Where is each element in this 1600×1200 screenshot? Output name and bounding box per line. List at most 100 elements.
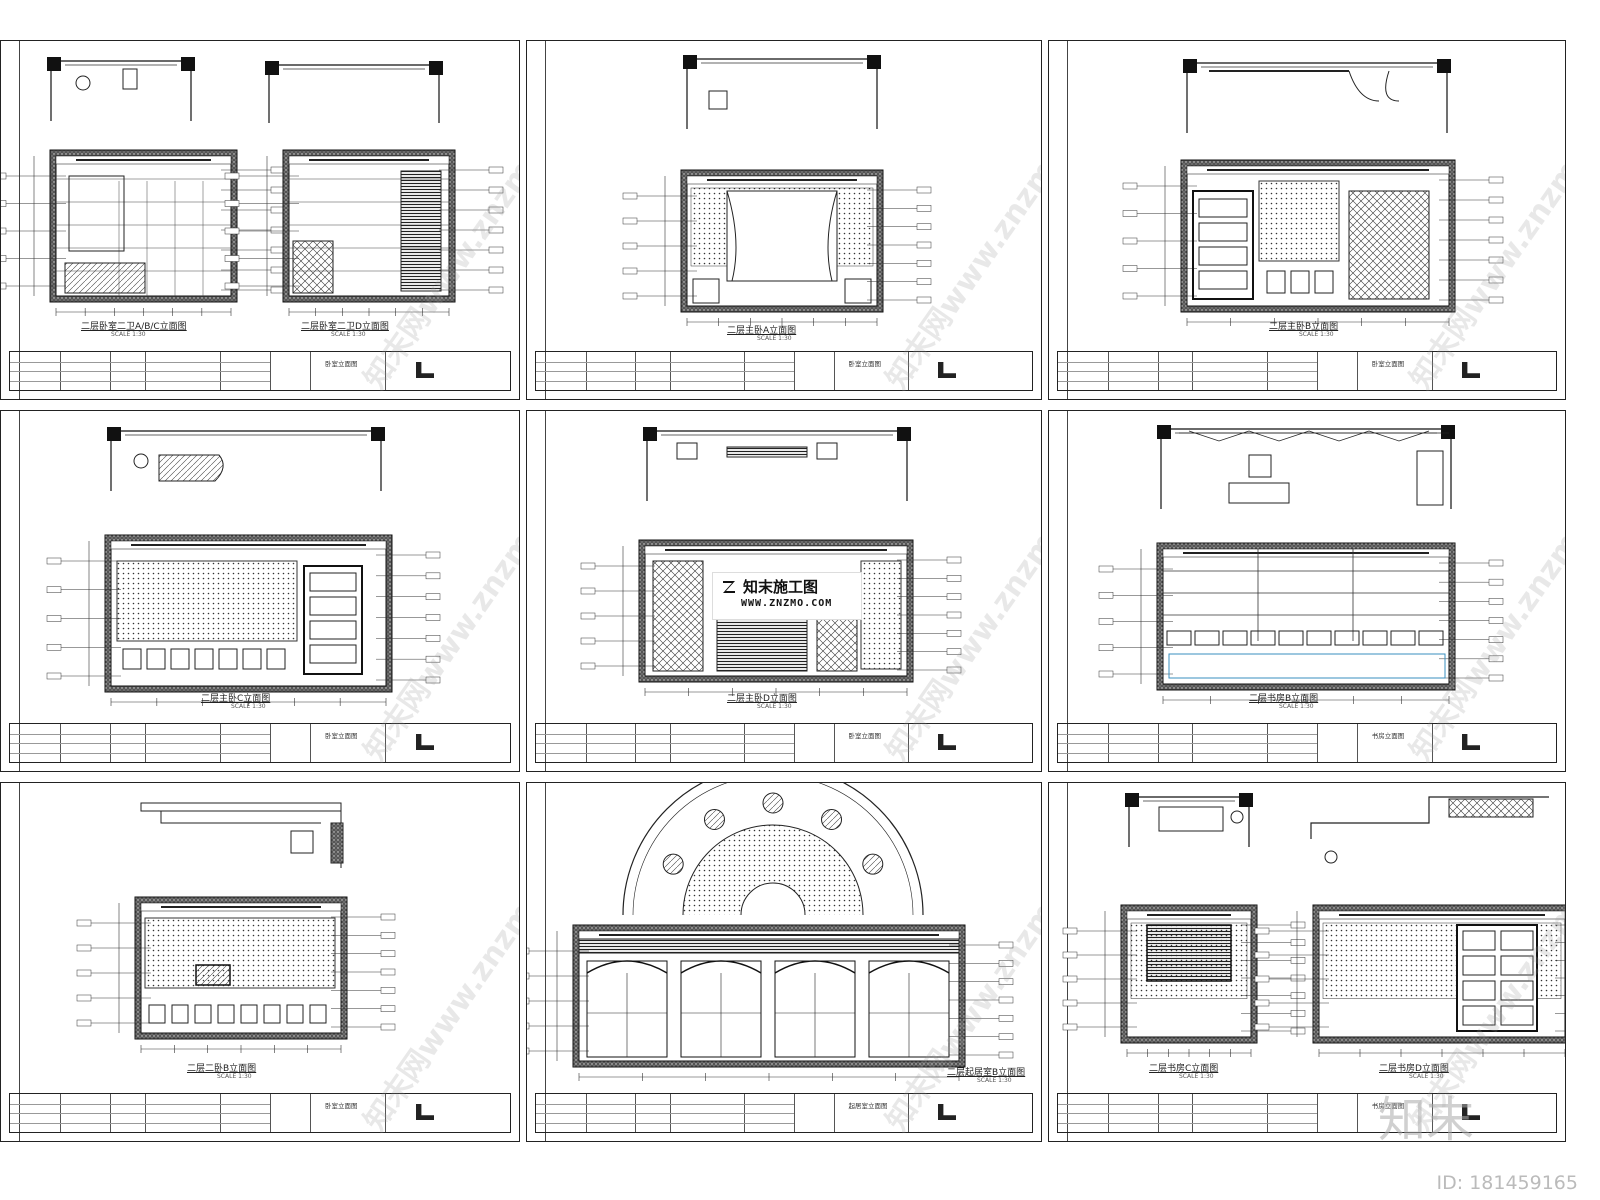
title-block-divider [1431, 352, 1433, 390]
elevation-drawing [1122, 59, 1504, 326]
title-block-row [536, 380, 794, 382]
title-block-divider [310, 352, 311, 390]
title-block: 卧室立面图 [535, 351, 1033, 391]
binding-strip [1049, 783, 1068, 1141]
title-block-divider [1356, 352, 1358, 390]
binding-strip [1049, 41, 1068, 399]
elevation-drawing [527, 783, 1014, 1081]
company-logo-icon [938, 1104, 956, 1120]
title-block-row [10, 1122, 270, 1124]
title-block-row [1058, 371, 1317, 372]
title-block-row [1058, 361, 1317, 363]
title-block-divider [833, 724, 835, 762]
title-block-divider [385, 724, 386, 762]
brand-name: 知末施工图 [743, 578, 819, 596]
title-block-row [1058, 1122, 1317, 1124]
master-elevation-b [1122, 159, 1504, 326]
title-block-row [10, 733, 270, 735]
elevation-drawing [1098, 425, 1504, 704]
binding-strip [1, 411, 20, 771]
title-block-divider [270, 1094, 271, 1132]
title-block-divider [270, 352, 271, 390]
drawing-title-secondary: 二层书房D立面图 [1379, 1064, 1449, 1074]
drawing-title: 二层书房C立面图 [1149, 1064, 1219, 1074]
title-block-project: 起居室立面图 [848, 1102, 888, 1110]
title-block-project: 书房立面图 [1371, 1102, 1405, 1110]
drawing-scale-secondary: SCALE 1:30 [1409, 1073, 1444, 1080]
binding-strip [1, 783, 20, 1141]
living-ceiling-dome [622, 783, 924, 916]
drawing-title: 二层主卧A立面图 [727, 326, 797, 336]
drawing-scale: SCALE 1:30 [111, 331, 146, 338]
drawing-title: 二层书房B立面图 [1249, 694, 1319, 704]
master-elevation-c [46, 534, 441, 706]
study-elevation-d [1254, 904, 1565, 1057]
title-block-divider [1316, 1094, 1318, 1132]
title-block-divider [833, 352, 835, 390]
title-block-row [10, 1103, 270, 1105]
study-elevation-b [1098, 542, 1504, 704]
title-block-divider [908, 352, 909, 390]
title-block-row [536, 752, 794, 754]
second-bedroom-elevation-b [76, 896, 396, 1053]
bath-elevation-d [224, 149, 504, 316]
title-block-divider [310, 724, 311, 762]
title-block-row [536, 733, 794, 735]
title-block-divider [1356, 724, 1358, 762]
title-block-row [536, 743, 794, 744]
master-plan-b [1183, 59, 1451, 133]
master-plan-a [683, 55, 881, 129]
elevation-drawing [622, 55, 932, 326]
title-block-row [10, 371, 270, 372]
title-block-project: 卧室立面图 [848, 360, 881, 368]
title-block-row [536, 361, 794, 363]
title-block: 卧室立面图 [9, 723, 511, 763]
brand-url: WWW.ZNZMO.COM [741, 598, 833, 609]
binding-strip [527, 783, 546, 1141]
elevation-drawing [46, 427, 441, 706]
corner-watermark: 知末 [1378, 1092, 1475, 1148]
title-block-row [1058, 752, 1317, 754]
drawing-scale: SCALE 1:30 [1279, 703, 1314, 710]
master-elevation-a [622, 169, 932, 326]
title-block-project: 卧室立面图 [325, 732, 358, 740]
study-elevation-c [1062, 904, 1306, 1057]
title-block-row [536, 1122, 794, 1124]
company-logo-icon [416, 362, 434, 378]
brand-logo-icon [723, 581, 735, 593]
drawing-title: 二层主卧B立面图 [1269, 322, 1339, 332]
bath-plan-left [47, 57, 195, 121]
drawing-scale: SCALE 1:30 [757, 335, 792, 342]
title-block-row [1058, 743, 1317, 744]
title-block-divider [793, 352, 795, 390]
drawing-title: 二层二卧B立面图 [187, 1064, 257, 1074]
study-plan-b [1157, 425, 1455, 509]
master-plan-c [107, 427, 385, 491]
drawing-scale: SCALE 1:30 [231, 703, 266, 710]
title-block-project: 卧室立面图 [848, 732, 881, 740]
title-block: 书房立面图 [1057, 1093, 1557, 1133]
title-block-project: 卧室立面图 [1371, 360, 1405, 368]
title-block-divider [270, 724, 271, 762]
drawing-scale: SCALE 1:30 [1299, 331, 1334, 338]
title-block: 卧室立面图 [9, 351, 511, 391]
title-block: 卧室立面图 [535, 723, 1033, 763]
elevation-drawing [1062, 793, 1565, 1057]
living-elevation-b [527, 924, 1014, 1081]
study-plan-c [1125, 793, 1253, 847]
title-block-divider [1316, 724, 1318, 762]
title-block-row [10, 752, 270, 754]
title-block-project: 卧室立面图 [325, 1102, 358, 1110]
title-block-row [1058, 1103, 1317, 1105]
title-block: 书房立面图 [1057, 723, 1557, 763]
title-block-row [536, 371, 794, 372]
elevation-drawing [580, 427, 962, 696]
image-id-label: ID: 181459165 [1436, 1172, 1578, 1194]
master-plan-d [643, 427, 911, 501]
